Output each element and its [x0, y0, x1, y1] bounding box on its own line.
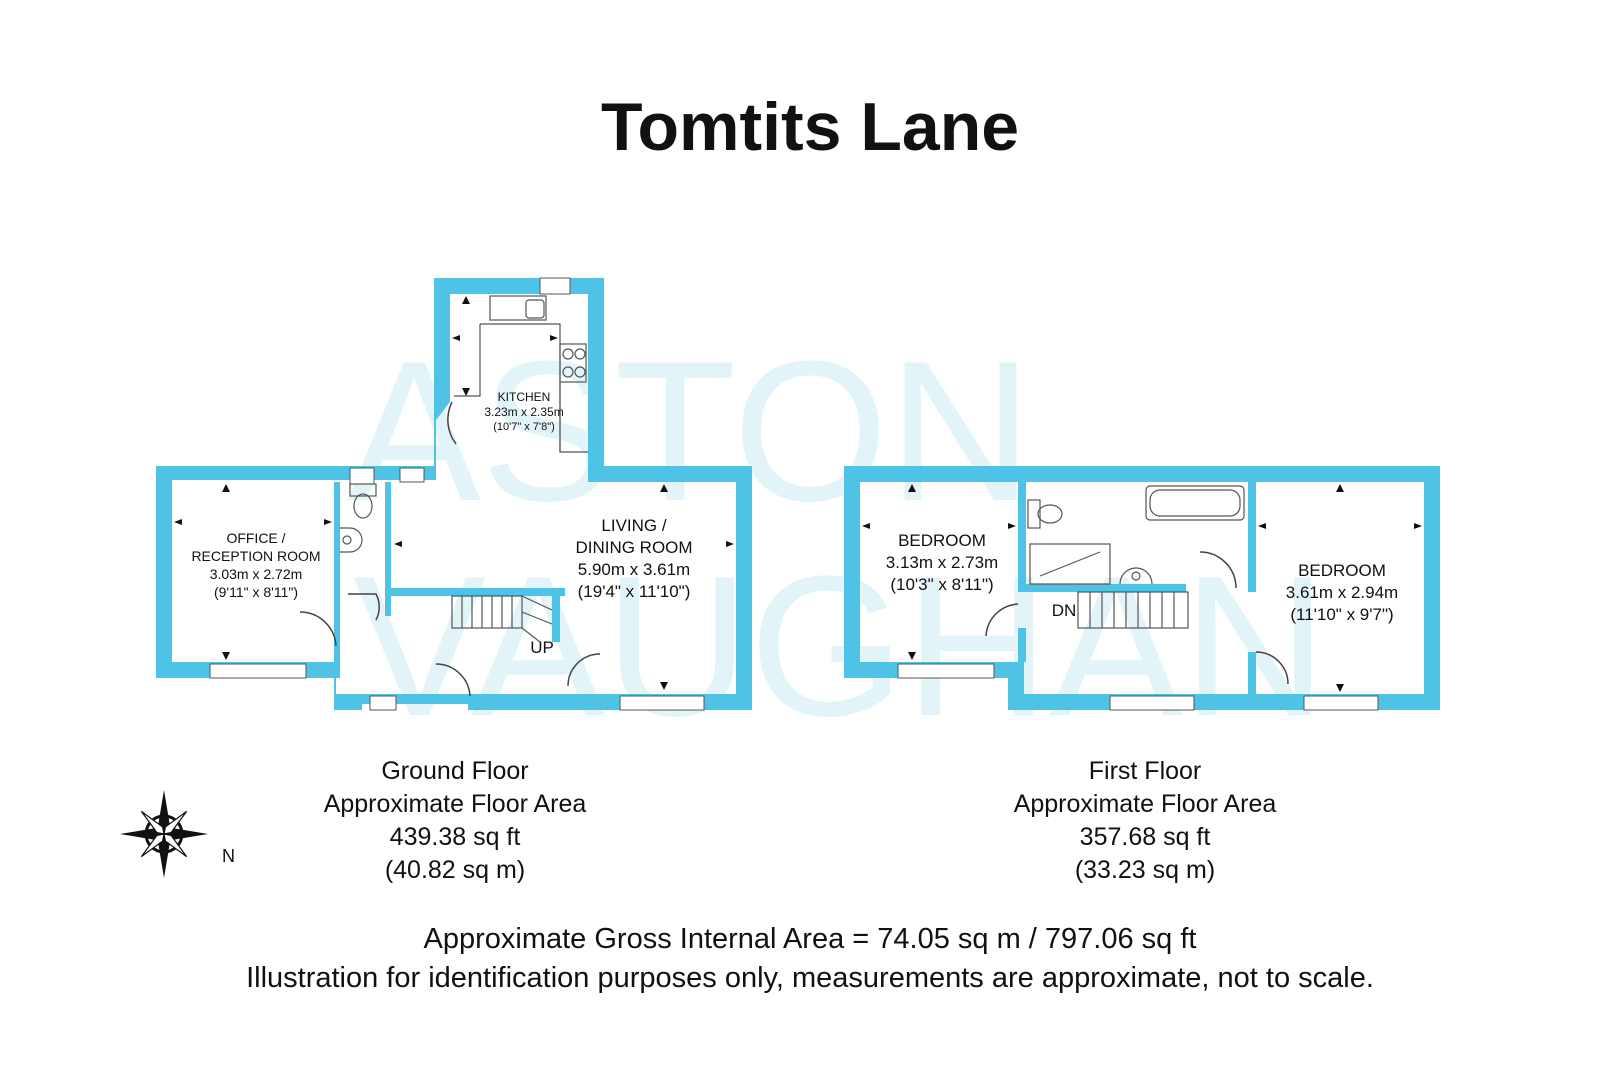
living-name-line1: LIVING /: [601, 516, 666, 535]
wc-partition: [385, 482, 391, 616]
office-name-line2: RECEPTION ROOM: [191, 548, 320, 564]
bedroom2-partition-lower: [1248, 652, 1256, 694]
first-floor-area-label: Approximate Floor Area: [1013, 790, 1277, 818]
office-label: OFFICE / RECEPTION ROOM 3.03m x 2.72m (9…: [191, 530, 320, 600]
stairs-up-label: UP: [530, 638, 554, 657]
first-dimension-arrows: [862, 484, 1422, 692]
kitchen-size-ft: (10'7" x 7'8"): [493, 421, 555, 433]
first-floor-area-sqm: (33.23 sq m): [1074, 856, 1216, 884]
first-stairs: [1077, 591, 1189, 629]
bathroom-wall: [1026, 584, 1186, 592]
ground-floor-name: Ground Floor: [381, 757, 529, 785]
ground-floor-walls: [156, 278, 752, 710]
living-label: LIVING / DINING ROOM 5.90m x 3.61m (19'4…: [575, 516, 692, 601]
page-title: Tomtits Lane: [600, 89, 1020, 165]
wc-fixtures: [340, 483, 377, 553]
disclaimer-text: Illustration for identification purposes…: [246, 962, 1374, 994]
kitchen-label: KITCHEN 3.23m x 2.35m (10'7" x 7'8"): [484, 390, 563, 433]
living-size-ft: (19'4" x 11'10"): [578, 582, 691, 601]
ground-floor-caption: Ground Floor Approximate Floor Area 439.…: [280, 755, 630, 887]
bedroom1-size-m: 3.13m x 2.73m: [886, 553, 998, 572]
watermark-line2: VAUGHAN: [353, 535, 1327, 758]
ground-dimension-arrows: [174, 296, 734, 690]
bedroom1-label: BEDROOM 3.13m x 2.73m (10'3" x 8'11"): [886, 531, 998, 594]
kitchen-name: KITCHEN: [498, 390, 551, 404]
office-partition: [334, 482, 340, 678]
bathroom-fixtures: [1027, 485, 1245, 585]
bedroom1-size-ft: (10'3" x 8'11"): [890, 575, 993, 594]
first-floor-name: First Floor: [1088, 757, 1202, 785]
ground-floor-area-sqft: 439.38 sq ft: [389, 823, 521, 851]
stair-wall: [385, 588, 565, 596]
bedroom2-size-ft: (11'10" x 9'7"): [1290, 605, 1393, 624]
bedroom2-name: BEDROOM: [1298, 561, 1386, 580]
first-windows: [897, 663, 1379, 711]
first-floor-area-sqft: 357.68 sq ft: [1079, 823, 1211, 851]
bedroom2-partition: [1248, 482, 1256, 592]
ground-floor-area-sqm: (40.82 sq m): [384, 856, 526, 884]
ground-floor-plan: KITCHEN 3.23m x 2.35m (10'7" x 7'8") OFF…: [156, 277, 752, 711]
ground-floor-area-label: Approximate Floor Area: [323, 790, 587, 818]
office-name-line1: OFFICE /: [226, 530, 285, 546]
watermark-line1: ASTON: [347, 320, 1032, 543]
kitchen-units: [454, 295, 588, 453]
stair-side-wall: [552, 596, 560, 642]
ground-windows: [209, 277, 705, 711]
ground-doors: [299, 401, 601, 697]
bedroom2-size-m: 3.61m x 2.94m: [1286, 583, 1398, 602]
ground-stairs: [451, 595, 553, 643]
compass-rose-icon: [120, 790, 208, 878]
living-name-line2: DINING ROOM: [575, 538, 692, 557]
compass-north-label: N: [222, 846, 235, 866]
watermark: ASTON VAUGHAN: [347, 320, 1327, 758]
office-size-m: 3.03m x 2.72m: [210, 566, 303, 582]
footer: Approximate Gross Internal Area = 74.05 …: [0, 920, 1620, 998]
living-size-m: 5.90m x 3.61m: [578, 560, 690, 579]
first-floor-plan: BEDROOM 3.13m x 2.73m (10'3" x 8'11") BE…: [844, 466, 1440, 711]
bedroom1-partition: [1018, 482, 1026, 592]
bedroom1-partition-lower: [1018, 628, 1026, 662]
kitchen-size-m: 3.23m x 2.35m: [484, 405, 563, 419]
first-floor-caption: First Floor Approximate Floor Area 357.6…: [970, 755, 1320, 887]
gross-area-text: Approximate Gross Internal Area = 74.05 …: [423, 923, 1197, 955]
office-size-ft: (9'11" x 8'11"): [214, 584, 298, 600]
stairs-down-label: DN: [1052, 601, 1077, 620]
bedroom1-name: BEDROOM: [898, 531, 986, 550]
bedroom2-label: BEDROOM 3.61m x 2.94m (11'10" x 9'7"): [1286, 561, 1398, 624]
first-doors: [985, 551, 1289, 685]
